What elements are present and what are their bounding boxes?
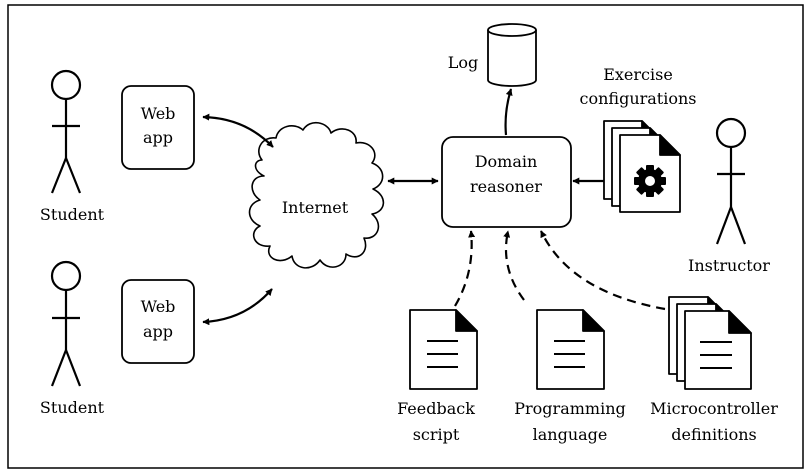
exercise-configurations-label-line2: configurations [580,89,697,108]
log-label: Log [448,53,479,72]
programming-language-label-line1: Programming [514,399,625,418]
web-app-1-label-line1: Web [141,104,176,123]
domain-reasoner-label-line2: reasoner [470,177,542,196]
exercise-configurations-label-line1: Exercise [603,65,673,84]
web-app-1-label-line2: app [143,128,173,147]
programming-language-label-line2: language [533,425,608,444]
feedback-script-label-line1: Feedback [397,399,475,418]
web-app-1-box [121,85,195,170]
internet-label: Internet [282,198,349,217]
arrow-domain-reasoner-log [504,88,513,136]
arrow-microcontroller-definitions-domain-reasoner [540,230,666,311]
web-app-2-label-line2: app [143,322,173,341]
instructor-figure-icon [715,117,747,245]
web-app-2-box [121,279,195,364]
feedback-script-document-icon [409,309,478,390]
log-database-icon [487,23,537,87]
student-1-label: Student [40,205,105,224]
microcontroller-definitions-label-line1: Microcontroller [650,399,778,418]
programming-language-document-icon [536,309,605,390]
student-1-figure-icon [50,69,82,194]
student-2-label: Student [40,398,105,417]
feedback-script-label-line2: script [413,425,460,444]
domain-reasoner-label-line1: Domain [475,152,538,171]
arrow-webapp1-internet [202,113,274,148]
exercise-configurations-document-stack-icon [603,120,681,213]
student-2-figure-icon [50,260,82,387]
internet-cloud-icon [248,121,385,269]
arrow-feedback-script-domain-reasoner [454,230,476,307]
diagram-frame [7,4,804,469]
microcontroller-definitions-document-stack-icon [668,296,752,390]
domain-reasoner-box [441,136,572,228]
microcontroller-definitions-label-line2: definitions [671,425,757,444]
gear-icon [634,165,666,197]
arrow-webapp2-internet [202,288,273,326]
arrow-programming-language-domain-reasoner [503,230,525,301]
web-app-2-label-line1: Web [141,297,176,316]
instructor-label: Instructor [688,256,770,275]
